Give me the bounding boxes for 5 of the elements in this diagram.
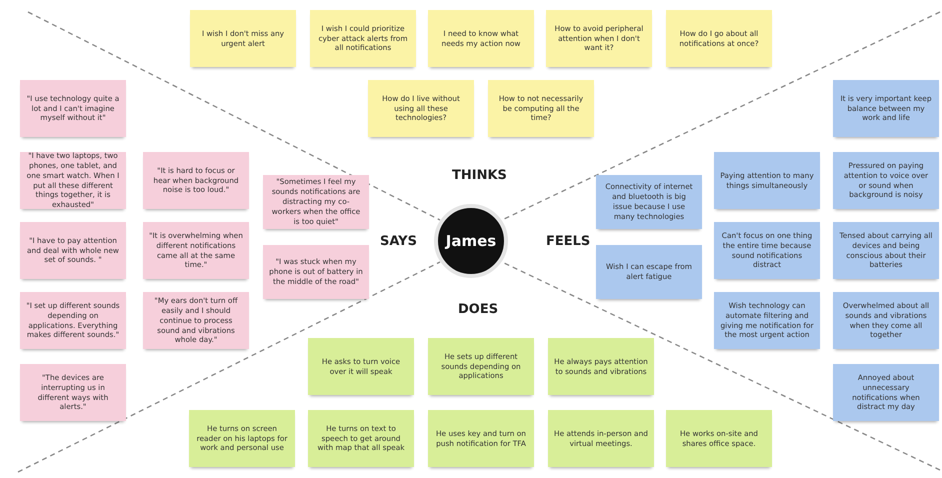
quadrant-heading: DOES [458,302,498,317]
quadrant-heading: SAYS [380,234,417,249]
persona-circle: James [434,204,508,278]
quadrant-heading: THINKS [452,168,507,183]
quadrant-heading: FEELS [546,234,590,249]
